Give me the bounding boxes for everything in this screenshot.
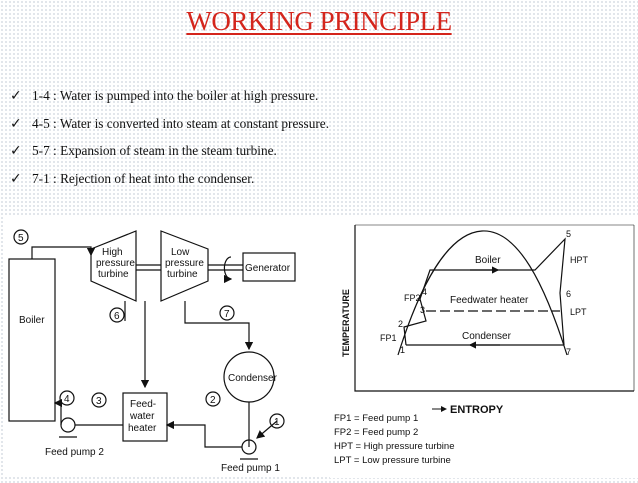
ts-diagram: TEMPERATURE ENTROPY Boiler Feedwater hea… — [330, 215, 638, 478]
ts-condenser-label: Condenser — [462, 331, 512, 342]
hpt-label: pressure — [96, 258, 135, 269]
legend-item: FP2 = Feed pump 2 — [334, 427, 418, 438]
slide-title: WORKING PRINCIPLE — [186, 6, 452, 36]
ts-heater-label: Feedwater heater — [450, 295, 529, 306]
hpt-label: turbine — [98, 269, 129, 280]
bullet-text: 4-5 : Water is converted into steam at c… — [32, 115, 330, 131]
lp-turbine — [160, 230, 209, 302]
bullet-text: 5-7 : Expansion of steam in the steam tu… — [32, 143, 277, 158]
ts-hpt: HPT — [570, 255, 589, 265]
bullet-list: ✓ 1-4 : Water is pumped into the boiler a… — [10, 88, 329, 198]
ts-axes — [354, 225, 634, 392]
condenser-label: Condenser — [228, 373, 278, 384]
bullet-text: 7-1 : Rejection of heat into the condens… — [32, 170, 255, 186]
lpt-label: turbine — [167, 269, 198, 280]
ts-boiler-label: Boiler — [475, 255, 501, 266]
ts-xlabel: ENTROPY — [450, 404, 504, 416]
feedwater-heater-box — [122, 392, 168, 442]
checkmark-icon: ✓ — [10, 115, 22, 132]
generator-label: Generator — [245, 263, 291, 274]
state-5: 5 — [18, 233, 24, 244]
exhaust-line — [184, 301, 254, 351]
ts-state-7: 7 — [566, 347, 571, 357]
ts-state-5: 5 — [566, 229, 571, 239]
hp-turbine — [90, 230, 137, 302]
feed-pump-2-label: Feed pump 2 — [45, 447, 104, 458]
ts-lpt: LPT — [570, 307, 587, 317]
state-6: 6 — [114, 311, 120, 322]
ts-fp2: FP2 — [404, 293, 421, 303]
ts-state-2: 2 — [398, 319, 403, 329]
boiler-box — [8, 258, 56, 422]
bullet-item: ✓ 4-5 : Water is converted into steam at … — [10, 116, 329, 144]
ts-state-3: 3 — [420, 305, 425, 315]
lpt-label: Low — [171, 247, 190, 258]
bullet-item: ✓ 5-7 : Expansion of steam in the steam t… — [10, 143, 329, 171]
ts-fp1: FP1 — [380, 333, 397, 343]
heater-label: water — [129, 411, 155, 422]
hpt-label: High — [102, 247, 123, 258]
ts-ylabel: TEMPERATURE — [341, 289, 351, 357]
bullet-item: ✓ 7-1 : Rejection of heat into the conden… — [10, 171, 329, 199]
ts-state-6: 6 — [566, 289, 571, 299]
state-4: 4 — [64, 394, 70, 405]
generator-box — [242, 252, 296, 282]
checkmark-icon: ✓ — [10, 143, 22, 159]
bullet-item: ✓ 1-4 : Water is pumped into the boiler a… — [10, 88, 329, 116]
checkmark-icon: ✓ — [10, 170, 22, 187]
feed-pump-1-label: Feed pump 1 — [221, 463, 280, 474]
bullet-text: 1-4 : Water is pumped into the boiler at… — [32, 88, 319, 103]
feed-pump-2-icon — [60, 417, 76, 433]
state-3: 3 — [96, 396, 102, 407]
legend-item: HPT = High pressure turbine — [334, 441, 454, 452]
legend-item: FP1 = Feed pump 1 — [334, 413, 418, 424]
checkmark-icon: ✓ — [10, 88, 22, 104]
ts-state-4: 4 — [422, 287, 427, 297]
steam-line — [31, 246, 96, 259]
cycle-path — [403, 237, 566, 346]
lpt-label: pressure — [165, 258, 204, 269]
plant-schematic: Boiler High pressure turbine Low pressur… — [5, 215, 330, 475]
heater-label: Feed- — [130, 399, 156, 410]
boiler-label: Boiler — [19, 315, 45, 326]
state-7: 7 — [224, 309, 230, 320]
state-1: 1 — [274, 417, 280, 428]
state-2: 2 — [210, 395, 216, 406]
ts-state-1: 1 — [400, 345, 405, 355]
legend-item: LPT = Low pressure turbine — [334, 455, 451, 466]
heater-label: heater — [128, 423, 157, 434]
